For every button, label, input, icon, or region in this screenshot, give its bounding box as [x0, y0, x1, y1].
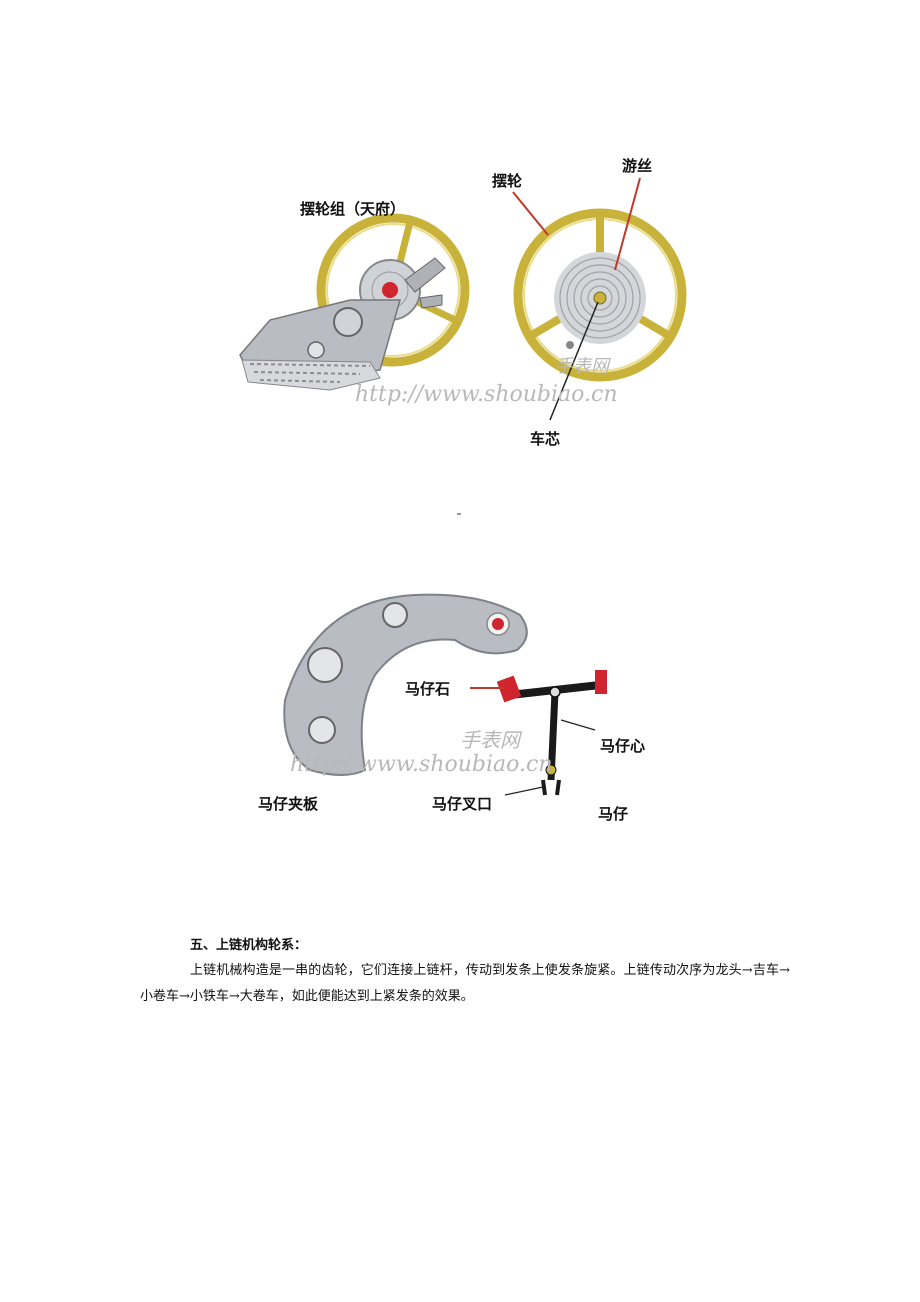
- leader-hairspring: [614, 177, 641, 271]
- label-pallet-bridge: 马仔夹板: [258, 795, 319, 813]
- label-balance-staff: 车芯: [530, 430, 561, 448]
- label-pallet-jewel: 马仔石: [405, 680, 451, 698]
- screw-hole-2: [382, 602, 408, 628]
- watermark-cn-1: 手表网: [555, 356, 609, 377]
- label-hairspring: 游丝: [622, 157, 653, 175]
- balance-wheel-group: [513, 208, 687, 382]
- pallet-bridge-plate: [283, 593, 528, 776]
- leader-balance-staff: [549, 301, 599, 421]
- screw-hole-3: [308, 716, 336, 744]
- label-pallet-lever: 马仔: [598, 805, 629, 823]
- pallet-stone-exit: [595, 670, 607, 694]
- label-pallet-staff: 马仔心: [600, 737, 646, 755]
- leader-pallet-staff: [560, 719, 596, 731]
- watermark-url-1: http://www.shoubiao.cn: [355, 382, 618, 407]
- screw-hole-1: [307, 647, 343, 683]
- pallet-stone-entry: [496, 675, 522, 703]
- label-balance-assembly: 摆轮组（天府）: [300, 200, 406, 218]
- watermark-url-2: http://www.shoubiao.cn: [290, 752, 553, 777]
- balance-cock-group: [239, 213, 470, 391]
- stray-mark: [457, 513, 461, 515]
- watermark-cn-2: 手表网: [460, 728, 520, 752]
- section-heading: 五、上链机构轮系：: [190, 938, 308, 953]
- jewel: [492, 618, 504, 630]
- pallet-fork: [496, 670, 607, 796]
- balance-assembly-illustration: [239, 177, 687, 421]
- pallet-illustration: [283, 593, 607, 796]
- section-paragraph: 上链机械构造是一串的齿轮，它们连接上链杆，传动到发条上使发条旋紧。上链传动次序为…: [140, 963, 790, 1004]
- leader-pallet-fork: [504, 786, 544, 796]
- label-balance-wheel: 摆轮: [492, 172, 523, 190]
- label-pallet-fork: 马仔叉口: [432, 795, 493, 813]
- leader-balance-wheel: [512, 191, 549, 236]
